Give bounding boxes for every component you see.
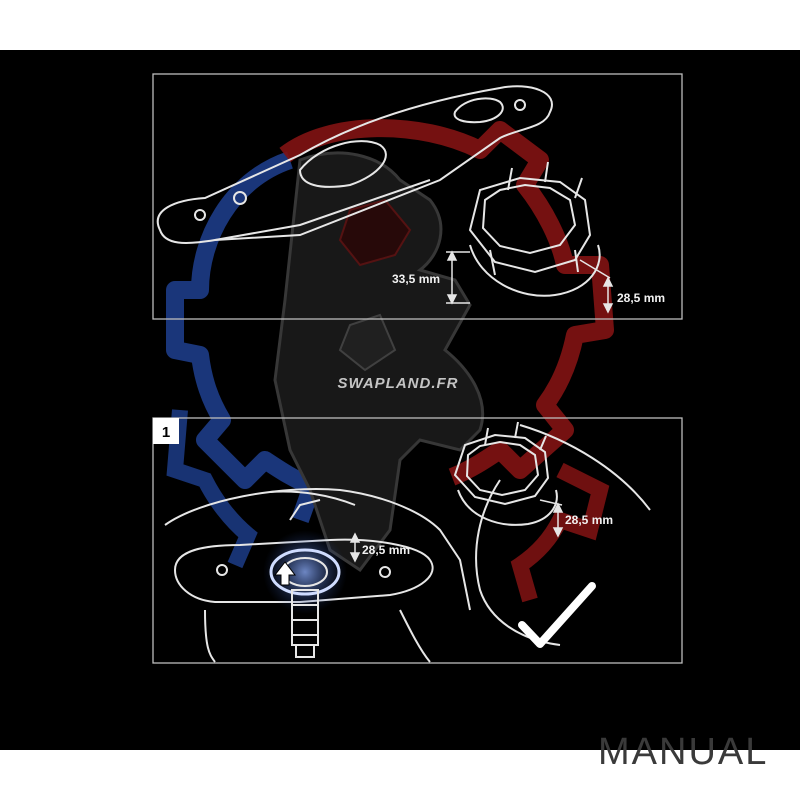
control-arm-drawing [156,85,553,244]
dimension-marker-28-5-top [579,259,614,314]
dimension-marker-33-5 [446,250,470,305]
arm-assembly-drawing [164,424,651,663]
step-number-box [153,418,179,444]
bottom-panel: 1 [152,417,683,664]
step-number: 1 [162,424,170,441]
axle-drawing [269,548,341,658]
watermark-logo: SWAPLAND.FR [166,119,614,603]
diagram-stage: SWAPLAND.FR [0,50,800,771]
bottom-panel-frame [152,417,683,664]
dimension-label-33-5: 33,5 mm [392,272,440,286]
dimension-label-28-5-left: 28,5 mm [362,543,410,557]
bottom-white-band [0,750,800,800]
top-panel-frame [152,73,683,320]
dimension-marker-28-5-right [539,499,564,538]
dimension-label-28-5-right: 28,5 mm [565,513,613,527]
watermark-brand-text: SWAPLAND.FR [338,375,459,392]
checkmark-icon [518,582,596,648]
top-white-band [0,0,800,50]
diagram-svg: SWAPLAND.FR [152,73,683,664]
insert-arrow-icon [273,561,297,586]
manual-label: MANUAL [598,731,769,773]
watermark-gear-red-icon [279,119,614,486]
dimension-label-28-5-top: 28,5 mm [617,291,665,305]
nut-drawing-top [468,161,601,297]
dimension-marker-28-5-left [349,532,361,563]
top-panel: 33,5 mm 28,5 mm [152,73,683,320]
nut-drawing-bottom [453,421,558,526]
highlight-glow [263,530,347,614]
watermark-gear-blue-icon [166,151,321,523]
